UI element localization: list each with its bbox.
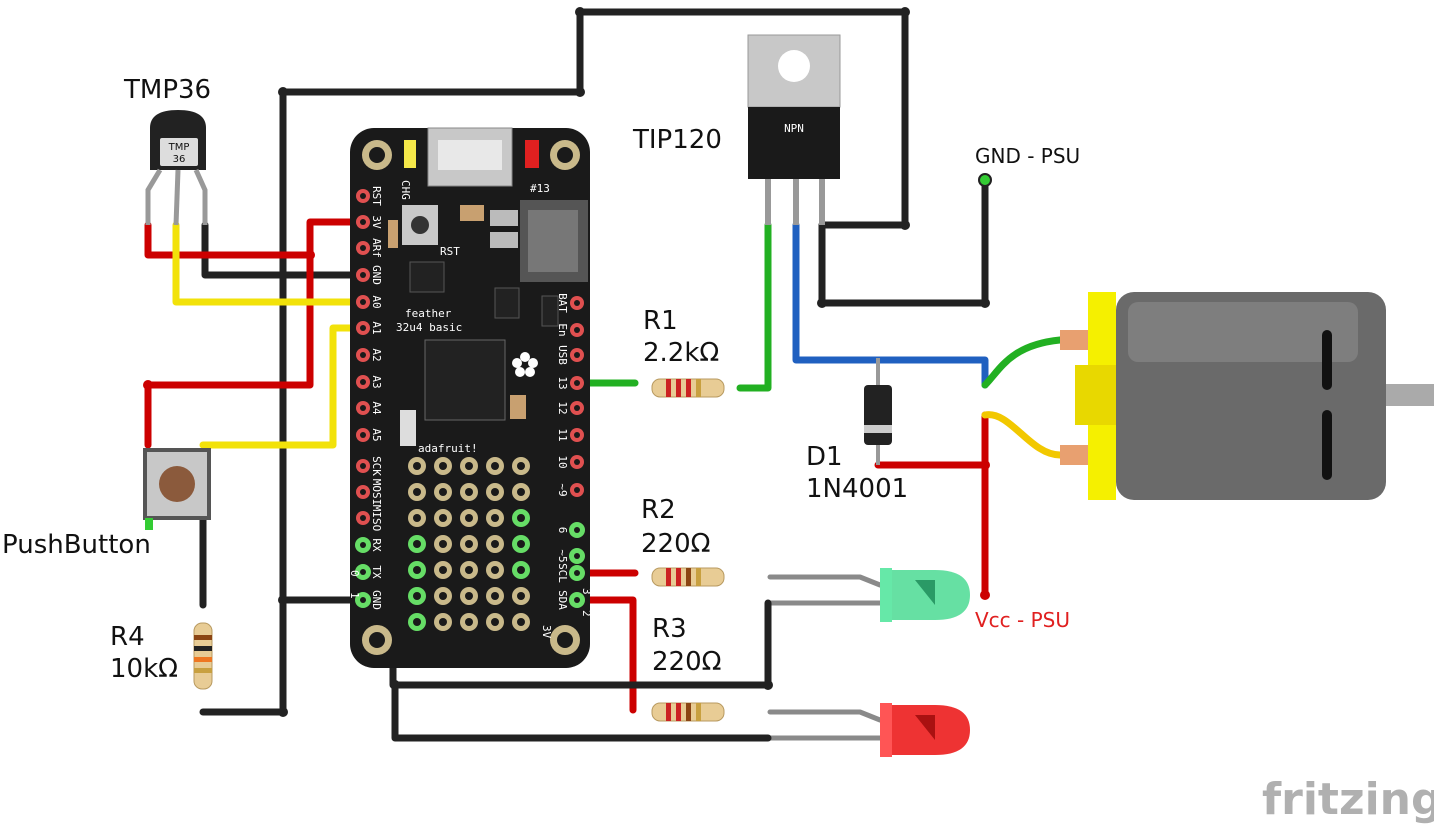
r3-name: R3 <box>652 614 687 644</box>
wire-red-button <box>144 251 314 449</box>
proto-grid <box>408 457 530 631</box>
wire-red-tmp-vcc <box>144 218 367 259</box>
r1-value: 2.2kΩ <box>643 338 719 368</box>
wire-yellow-button <box>199 324 367 449</box>
r4-name: R4 <box>110 622 145 652</box>
wire-blue-collector <box>792 221 989 389</box>
r1-name: R1 <box>643 306 678 336</box>
left-pin-label: A0 <box>370 295 383 308</box>
left-pin-label: A4 <box>370 401 383 415</box>
d1-name: D1 <box>806 442 843 472</box>
tip120-transistor: TIP120 NPN <box>632 34 841 225</box>
right-pin-label: BAT <box>556 293 569 313</box>
r4-value: 10kΩ <box>110 654 178 684</box>
resistor-r3 <box>651 702 725 722</box>
r3-value: 220Ω <box>652 647 722 677</box>
svg-text:3V: 3V <box>540 625 553 639</box>
svg-text:#13: #13 <box>530 182 550 195</box>
resistors <box>193 378 725 722</box>
svg-text:2: 2 <box>580 610 593 617</box>
d1-value: 1N4001 <box>806 474 908 504</box>
right-pin-label: 13 <box>556 376 569 389</box>
left-pin-label: A2 <box>370 348 383 361</box>
wire-gray-led-red <box>767 709 883 723</box>
right-pin-label: 6 <box>556 527 569 534</box>
left-pin-label: RX <box>370 538 383 552</box>
tmp36-label: TMP36 <box>123 75 211 105</box>
left-pin-label: TX <box>370 565 383 579</box>
left-pin-label: GND <box>370 265 383 285</box>
left-pin-label: GND <box>370 590 383 610</box>
gnd-psu-label: GND - PSU <box>975 144 1080 168</box>
left-pin-label: SCK <box>370 456 383 476</box>
dc-motor <box>1060 292 1434 500</box>
wire-yellow-motor <box>981 411 1064 459</box>
vcc-psu-label: Vcc - PSU <box>975 608 1070 632</box>
svg-text:1: 1 <box>348 592 361 599</box>
svg-text:CHG: CHG <box>399 180 412 200</box>
wire-yellow-tmp-out <box>172 221 367 306</box>
led-red <box>880 703 970 757</box>
wire-black-top-loop <box>279 8 909 229</box>
r2-value: 220Ω <box>641 529 711 559</box>
right-pin-label: SDA <box>556 590 569 610</box>
svg-text:3: 3 <box>580 588 593 595</box>
right-pin-label: ~9 <box>556 483 569 496</box>
wire-black-led-gnd2 <box>391 681 772 742</box>
feather-board: CHG #13 RST feather 32u4 basic adafruit!… <box>348 127 593 668</box>
wire-red-sda <box>573 596 637 714</box>
left-pin-label: MISO <box>370 505 383 532</box>
tmp36-sensor: TMP36 TMP 36 <box>123 75 211 226</box>
fritzing-watermark: fritzing <box>1262 774 1434 825</box>
board-brand: adafruit! <box>418 442 478 455</box>
left-pin-label: 3V <box>370 215 383 229</box>
right-pin-label: SCL <box>556 563 569 583</box>
right-pin-label: USB <box>556 345 569 365</box>
wire-green-r1-base <box>736 221 772 392</box>
wire-black-left-bus <box>199 88 287 716</box>
board-name: feather <box>405 307 452 320</box>
left-pin-label: A5 <box>370 428 383 441</box>
left-pin-label: ARf <box>370 238 383 258</box>
resistor-r2 <box>651 567 725 587</box>
right-pin-label: ~5 <box>556 549 569 562</box>
left-pin-label: A1 <box>370 321 383 334</box>
wire-black-emitter <box>818 176 989 307</box>
wire-green-motor <box>981 336 1064 389</box>
svg-text:0: 0 <box>348 570 361 577</box>
svg-text:NPN: NPN <box>784 122 804 135</box>
right-pin-label: 11 <box>556 428 569 441</box>
left-pin-label: MOSI <box>370 479 383 506</box>
svg-text:TMP: TMP <box>168 142 190 153</box>
r2-name: R2 <box>641 495 676 525</box>
wire-gray-led-green <box>767 574 883 588</box>
tip120-label: TIP120 <box>632 125 722 155</box>
right-pin-label: En <box>556 323 569 336</box>
wires <box>143 7 1064 742</box>
pushbutton: PushButton <box>2 448 211 560</box>
left-pin-label: RST <box>370 186 383 206</box>
led-green <box>880 568 970 622</box>
pushbutton-label: PushButton <box>2 530 151 560</box>
resistor-r1 <box>651 378 725 398</box>
svg-text:RST: RST <box>440 245 460 258</box>
right-pin-label: 10 <box>556 455 569 468</box>
mcu-chip <box>424 339 506 421</box>
right-pin-label: 12 <box>556 401 569 414</box>
resistor-r4 <box>193 622 213 690</box>
diode-d1: D1 1N4001 <box>806 358 908 504</box>
left-pin-label: A3 <box>370 375 383 388</box>
board-model: 32u4 basic <box>396 321 462 334</box>
svg-text:36: 36 <box>173 154 186 165</box>
